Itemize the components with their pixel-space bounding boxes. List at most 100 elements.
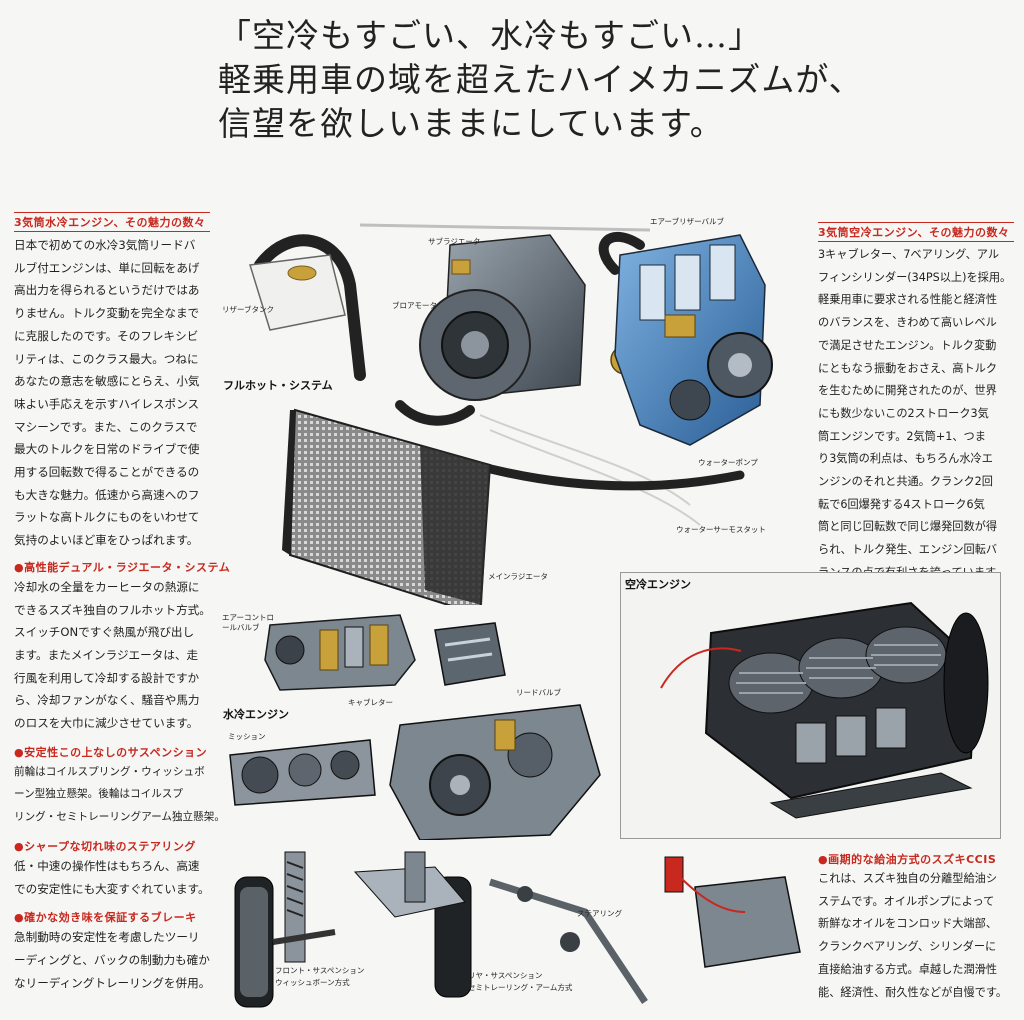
section-body-brake: 急制動時の安定性を考慮したツーリ ーディングと、バックの制動力も確か なリーディ… xyxy=(14,926,210,994)
right-column-ccis: ●画期的な給油方式のスズキCCIS これは、スズキ独自の分離型給油シ ステムです… xyxy=(818,852,1014,1004)
caption-front-suspension-2: ウィッシュボーン方式 xyxy=(275,978,350,987)
text-line: 最大のトルクを日常のドライブで使 xyxy=(14,442,200,457)
caption-rear-suspension-1: リヤ・サスペンション xyxy=(468,971,543,980)
text-line: 行風を利用して冷却する設計ですか xyxy=(14,670,200,685)
text-line: クランクベアリング、シリンダーに xyxy=(818,940,997,954)
text-line: られ、トルク発生、エンジン回転バ xyxy=(818,543,998,557)
caption-water-pump: ウォーターポンプ xyxy=(698,458,758,467)
section-body-steering: 低・中速の操作性はもちろん、高速 での安定性にも大変すぐれています。 xyxy=(14,855,210,900)
text-line: できるスズキ独自のフルホット方式。 xyxy=(14,602,211,617)
text-line: に克服したのです。そのフレキシビ xyxy=(14,328,199,343)
right-column: 3気筒空冷エンジン、その魅力の数々 3キャブレター、7ベアリング、アル フィンシ… xyxy=(818,222,1014,585)
text-line: 転で6回爆発する4ストローク6気 xyxy=(818,497,985,511)
text-line: 低・中速の操作性はもちろん、高速 xyxy=(14,858,200,873)
section-heading-ccis: ●画期的な給油方式のスズキCCIS xyxy=(818,853,997,866)
section-heading-water-engine: 3気筒水冷エンジン、その魅力の数々 xyxy=(14,216,206,229)
suspension-illustration xyxy=(234,851,801,1008)
text-line: 用する回転数で得ることができるの xyxy=(14,465,200,480)
text-line: マシーンです。また、このクラスで xyxy=(14,419,198,434)
section-body-ccis: これは、スズキ独自の分離型給油シ ステムです。オイルポンプによって 新鮮なオイル… xyxy=(818,868,1014,1004)
section-heading-air-engine: 3気筒空冷エンジン、その魅力の数々 xyxy=(818,226,1010,239)
text-line: での安定性にも大変すぐれています。 xyxy=(14,881,210,896)
text-line: ます。またメインラジエータは、走 xyxy=(14,647,199,662)
caption-air-control-valve: エアーコントロールバルブ xyxy=(222,613,275,632)
text-line: フィンシリンダー(34PS以上)を採用。 xyxy=(818,270,1012,284)
air-engine-title: 空冷エンジン xyxy=(625,578,691,591)
text-line: 冷却水の全量をカーヒータの熱源に xyxy=(14,579,200,594)
text-line: りません。トルク変動を完全なまで xyxy=(14,306,200,321)
section-heading-steering: ●シャープな切れ味のステアリング xyxy=(14,839,196,853)
caption-main-radiator: メインラジエータ xyxy=(488,572,548,581)
headline: 「空冷もすごい、水冷もすごい…」 軽乗用車の域を超えたハイメカニズムが、 信望を… xyxy=(218,14,998,146)
text-line: ステムです。オイルポンプによって xyxy=(818,894,995,908)
suspension-illustrations: フロント・サスペンション ウィッシュボーン方式 リヤ・サスペンション セミトレー… xyxy=(225,842,815,1017)
headline-line-2: 軽乗用車の域を超えたハイメカニズムが、 xyxy=(218,60,863,99)
section-body-water-engine: 日本で初めての水冷3気筒リードバ ルブ付エンジンは、単に回転をあげ 高出力を得ら… xyxy=(14,234,210,552)
text-line: 味よい手応えを示すハイレスポンス xyxy=(14,396,200,411)
water-engine-title: 水冷エンジン xyxy=(223,708,289,721)
text-line: のロスを大巾に減少させています。 xyxy=(14,716,199,731)
air-engine-photo: 空冷エンジン xyxy=(620,572,1001,839)
text-line: 直接給油する方式。卓越した潤滑性 xyxy=(818,962,998,976)
air-engine-illustration xyxy=(621,573,1000,838)
text-line: で満足させたエンジン。トルク変動 xyxy=(818,338,997,352)
text-line: 新鮮なオイルをコンロッド大端部、 xyxy=(818,917,998,931)
left-column: 3気筒水冷エンジン、その魅力の数々 日本で初めての水冷3気筒リードバ ルブ付エン… xyxy=(14,212,231,994)
text-line: を生むために開発されたのが、世界 xyxy=(818,384,997,398)
text-line: り3気筒の利点は、もちろん水冷エ xyxy=(818,452,993,466)
section-body-air-engine: 3キャブレター、7ベアリング、アル フィンシリンダー(34PS以上)を採用。 軽… xyxy=(818,244,1014,585)
text-line: ら、冷却ファンがなく、騒音や馬力 xyxy=(14,693,200,708)
text-line: のバランスを、きわめて高いレベル xyxy=(818,316,997,330)
caption-mission: ミッション xyxy=(228,732,266,741)
section-body-dual-radiator: 冷却水の全量をカーヒータの熱源に できるスズキ独自のフルホット方式。 スイッチO… xyxy=(14,576,211,735)
text-line: も大きな魅力。低速から高速へのフ xyxy=(14,487,200,502)
text-line: あなたの意志を敏感にとらえ、小気 xyxy=(14,374,200,389)
water-engine-illustrations: エアーコントロールバルブ キャブレター リードバルブ 水冷エンジン ミッション xyxy=(220,605,610,840)
caption-sub-radiator: サブラジエータ xyxy=(428,237,481,246)
full-hot-system-illustration xyxy=(249,223,773,605)
caption-carburetor: キャブレター xyxy=(348,698,393,707)
caption-reed-valve: リードバルブ xyxy=(516,688,561,697)
text-line: ーディングと、バックの制動力も確か xyxy=(14,952,210,967)
section-body-suspension: 前輪はコイルスプリング・ウィッシュボ ーン型独立懸架。後輪はコイルスプ リング・… xyxy=(14,761,225,829)
text-line: なリーディングトレーリングを併用。 xyxy=(14,975,211,990)
text-line: スイッチONですぐ熱風が飛び出し xyxy=(14,625,195,640)
headline-line-3: 信望を欲しいままにしています。 xyxy=(218,104,724,143)
text-line: にともなう振動をおさえ、高トルク xyxy=(818,361,998,375)
text-line: ルブ付エンジンは、単に回転をあげ xyxy=(14,260,200,275)
text-line: 筒と同じ回転数で同じ爆発回数が得 xyxy=(818,520,998,534)
text-line: 能、経済性、耐久性などが自慢です。 xyxy=(818,985,1008,999)
headline-line-1: 「空冷もすごい、水冷もすごい…」 xyxy=(218,16,762,55)
text-line: 前輪はコイルスプリング・ウィッシュボ xyxy=(14,765,205,778)
caption-rear-suspension-2: セミトレーリング・アーム方式 xyxy=(468,983,573,992)
text-line: 気持のよいほど車をひっぱれます。 xyxy=(14,533,199,548)
text-line: 急制動時の安定性を考慮したツーリ xyxy=(14,930,200,945)
caption-front-suspension-1: フロント・サスペンション xyxy=(275,966,365,975)
text-line: ラットな高トルクにものをいわせて xyxy=(14,510,200,525)
full-hot-system-title: フルホット・システム xyxy=(223,379,333,392)
section-rule xyxy=(14,231,210,232)
text-line: これは、スズキ独自の分離型給油シ xyxy=(818,872,998,885)
text-line: 3キャブレター、7ベアリング、アル xyxy=(818,248,1000,261)
text-line: ーン型独立懸架。後輪はコイルスプ xyxy=(14,788,183,801)
section-rule xyxy=(14,212,210,213)
text-line: 筒エンジンです。2気筒+1、つま xyxy=(818,429,986,443)
section-heading-brake: ●確かな効き味を保証するブレーキ xyxy=(14,911,197,925)
section-heading-dual-radiator: ●高性能デュアル・ラジエータ・システム xyxy=(14,560,231,574)
text-line: 高出力を得られるというだけではあ xyxy=(14,283,200,298)
caption-water-thermostat: ウォーターサーモスタット xyxy=(676,525,766,534)
text-line: リング・セミトレーリングアーム独立懸架。 xyxy=(14,811,225,824)
caption-air-breather-valve: エアーブリザーバルブ xyxy=(650,217,725,226)
section-rule xyxy=(818,222,1014,223)
text-line: 軽乗用車に要求される性能と経済性 xyxy=(818,293,998,307)
caption-reserve-tank: リザーブタンク xyxy=(222,305,275,314)
caption-blower-motor: ブロアモータ xyxy=(392,301,437,310)
section-rule xyxy=(818,241,1014,242)
water-engine-illustration xyxy=(229,614,601,840)
text-line: にも数少ないこの2ストローク3気 xyxy=(818,406,989,420)
text-line: 日本で初めての水冷3気筒リードバ xyxy=(14,238,196,252)
text-line: リティは、このクラス最大。つねに xyxy=(14,351,199,366)
caption-steering: ステアリング xyxy=(577,909,622,918)
section-heading-suspension: ●安定性この上なしのサスペンション xyxy=(14,745,208,759)
text-line: ンジンのそれと共通。クランク2回 xyxy=(818,475,993,489)
